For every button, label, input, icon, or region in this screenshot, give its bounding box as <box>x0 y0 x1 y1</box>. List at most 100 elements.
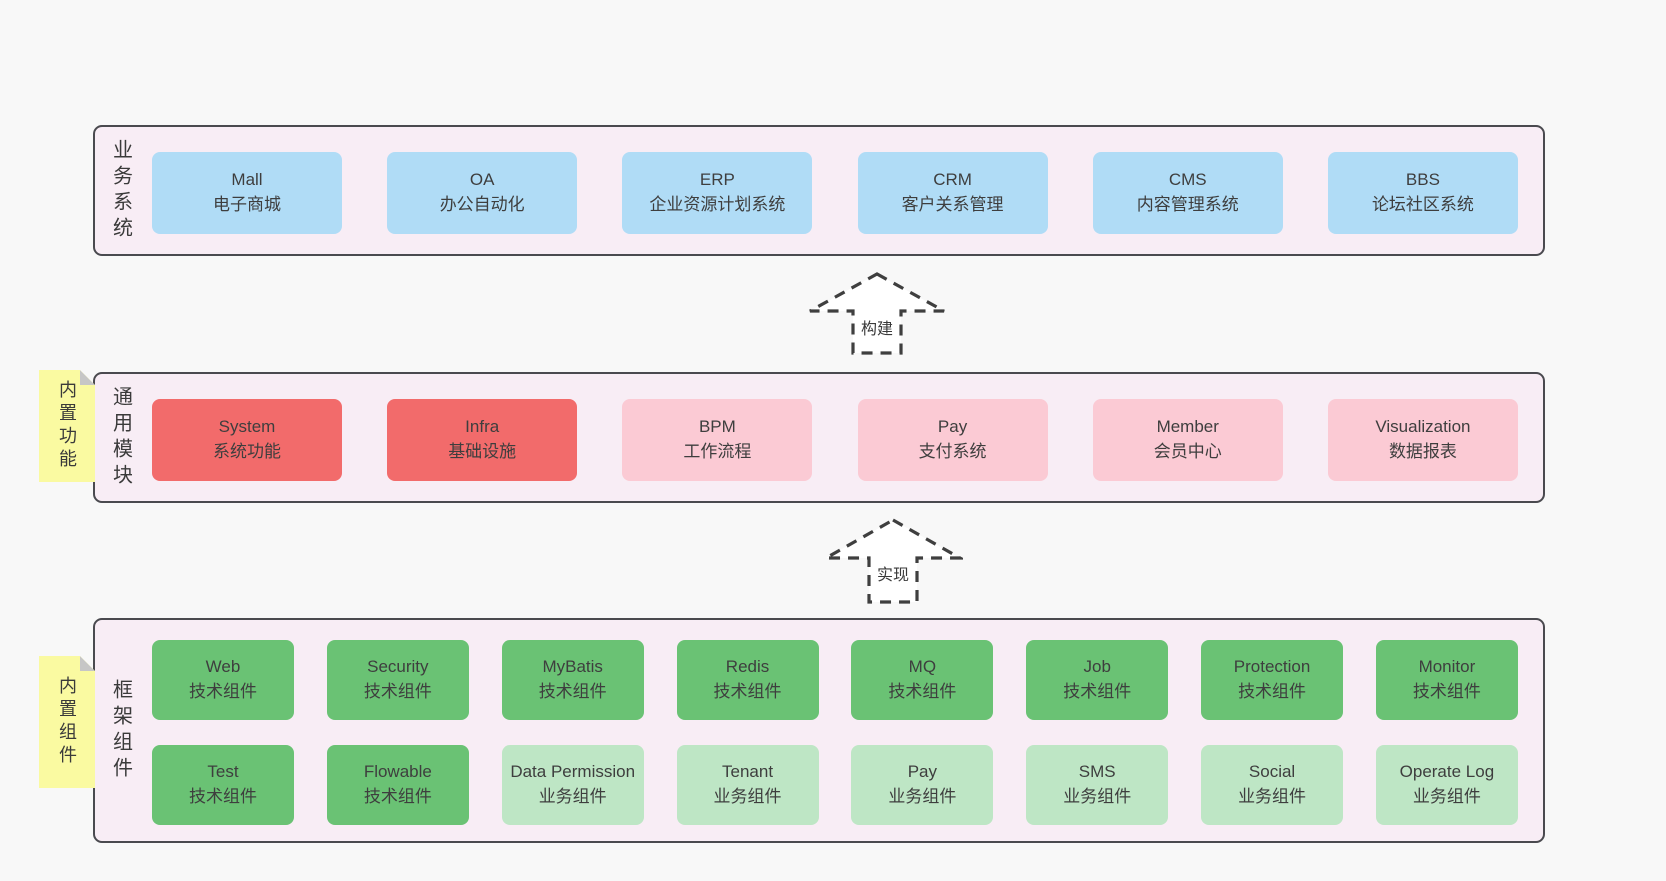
band-common-modules: 通用模块 System 系统功能 Infra 基础设施 BPM 工作流程 Pay… <box>93 372 1545 503</box>
box-title: CRM <box>933 170 972 190</box>
box-subtitle: 技术组件 <box>363 787 432 806</box>
box-pay-component: Pay 业务组件 <box>851 745 994 825</box>
box-title: Test <box>207 762 239 782</box>
box-monitor: Monitor 技术组件 <box>1375 640 1518 720</box>
box-subtitle: 技术组件 <box>713 682 782 701</box>
framework-row-1: Web 技术组件 Security 技术组件 MyBatis 技术组件 Redi… <box>95 640 1543 720</box>
box-subtitle: 数据报表 <box>1388 442 1457 461</box>
box-subtitle: 技术组件 <box>189 682 257 701</box>
sticky-note-builtin-features: 内置功能 <box>39 370 95 482</box>
box-title: Social <box>1248 762 1296 782</box>
box-title: Security <box>367 657 429 677</box>
sticky-note-text: 内置功能 <box>57 380 77 472</box>
box-bpm: BPM 工作流程 <box>622 399 813 481</box>
box-title: OA <box>469 170 495 190</box>
box-subtitle: 电子商城 <box>213 195 281 214</box>
box-title: Pay <box>907 762 938 782</box>
box-subtitle: 企业资源计划系统 <box>649 195 786 214</box>
common-modules-row: System 系统功能 Infra 基础设施 BPM 工作流程 Pay 支付系统… <box>95 399 1543 481</box>
box-title: SMS <box>1078 762 1116 782</box>
box-title: Redis <box>725 657 770 677</box>
box-title: Mall <box>231 170 263 190</box>
box-title: BBS <box>1405 170 1440 190</box>
band-framework-components: 框架组件 Web 技术组件 Security 技术组件 MyBatis 技术组件… <box>93 618 1545 843</box>
sticky-note-builtin-components: 内置组件 <box>39 656 95 788</box>
box-operate-log: Operate Log 业务组件 <box>1375 745 1518 825</box>
box-title: Monitor <box>1418 657 1476 677</box>
band-label-text: 通用模块 <box>109 385 132 490</box>
band-label: 框架组件 <box>105 620 137 841</box>
arrow-implement: 实现 <box>823 517 963 605</box>
box-subtitle: 基础设施 <box>448 442 517 461</box>
box-bbs: BBS 论坛社区系统 <box>1327 152 1518 234</box>
box-oa: OA 办公自动化 <box>387 152 578 234</box>
box-subtitle: 业务组件 <box>1238 787 1307 806</box>
box-protection: Protection 技术组件 <box>1201 640 1344 720</box>
arrow-build: 构建 <box>807 271 947 356</box>
framework-row-2: Test 技术组件 Flowable 技术组件 Data Permission … <box>95 745 1543 825</box>
box-title: Pay <box>937 417 968 437</box>
band-label: 通用模块 <box>105 374 137 501</box>
business-systems-row: Mall 电子商城 OA 办公自动化 ERP 企业资源计划系统 CRM 客户关系… <box>95 152 1543 234</box>
box-infra: Infra 基础设施 <box>387 399 578 481</box>
box-subtitle: 支付系统 <box>918 442 987 461</box>
box-title: MQ <box>908 657 937 677</box>
band-label: 业务系统 <box>105 127 137 254</box>
band-label-text: 业务系统 <box>109 138 132 243</box>
box-title: MyBatis <box>542 657 603 677</box>
box-visualization: Visualization 数据报表 <box>1327 399 1518 481</box>
box-title: Member <box>1156 417 1219 437</box>
box-subtitle: 办公自动化 <box>439 195 525 214</box>
band-label-text: 框架组件 <box>109 678 132 783</box>
box-subtitle: 论坛社区系统 <box>1371 195 1474 214</box>
box-title: Operate Log <box>1399 762 1495 782</box>
box-subtitle: 技术组件 <box>363 682 432 701</box>
box-title: Web <box>205 657 241 677</box>
box-subtitle: 技术组件 <box>189 787 257 806</box>
box-system: System 系统功能 <box>152 399 342 481</box>
box-mq: MQ 技术组件 <box>851 640 994 720</box>
box-cms: CMS 内容管理系统 <box>1092 152 1283 234</box>
box-subtitle: 业务组件 <box>538 787 607 806</box>
box-subtitle: 技术组件 <box>888 682 957 701</box>
box-security: Security 技术组件 <box>326 640 469 720</box>
box-title: Infra <box>465 417 500 437</box>
box-title: Job <box>1083 657 1111 677</box>
box-subtitle: 技术组件 <box>1238 682 1307 701</box>
box-flowable: Flowable 技术组件 <box>326 745 469 825</box>
box-subtitle: 客户关系管理 <box>901 195 1004 214</box>
box-title: Protection <box>1233 657 1311 677</box>
box-title: Visualization <box>1375 417 1471 437</box>
box-social: Social 业务组件 <box>1201 745 1344 825</box>
box-subtitle: 业务组件 <box>888 787 957 806</box>
band-business-systems: 业务系统 Mall 电子商城 OA 办公自动化 ERP 企业资源计划系统 CRM… <box>93 125 1545 256</box>
box-test: Test 技术组件 <box>152 745 294 825</box>
arrow-implement-label: 实现 <box>874 561 912 585</box>
box-subtitle: 技术组件 <box>538 682 607 701</box>
box-mybatis: MyBatis 技术组件 <box>501 640 644 720</box>
box-redis: Redis 技术组件 <box>676 640 819 720</box>
box-title: Tenant <box>722 762 774 782</box>
box-mall: Mall 电子商城 <box>152 152 342 234</box>
box-subtitle: 业务组件 <box>713 787 782 806</box>
box-subtitle: 会员中心 <box>1153 442 1222 461</box>
box-subtitle: 技术组件 <box>1412 682 1481 701</box>
box-title: BPM <box>698 417 736 437</box>
box-tenant: Tenant 业务组件 <box>676 745 819 825</box>
box-subtitle: 技术组件 <box>1063 682 1132 701</box>
box-pay-system: Pay 支付系统 <box>857 399 1048 481</box>
box-web: Web 技术组件 <box>152 640 294 720</box>
box-title: ERP <box>699 170 735 190</box>
box-subtitle: 工作流程 <box>683 442 752 461</box>
box-member: Member 会员中心 <box>1092 399 1283 481</box>
box-erp: ERP 企业资源计划系统 <box>622 152 813 234</box>
box-subtitle: 业务组件 <box>1063 787 1132 806</box>
box-subtitle: 业务组件 <box>1412 787 1481 806</box>
box-subtitle: 系统功能 <box>213 442 281 461</box>
arrow-build-label: 构建 <box>858 315 896 339</box>
box-title: System <box>218 417 276 437</box>
box-crm: CRM 客户关系管理 <box>857 152 1048 234</box>
box-sms: SMS 业务组件 <box>1026 745 1169 825</box>
box-title: Data Permission <box>510 762 636 782</box>
sticky-note-text: 内置组件 <box>57 676 77 768</box>
